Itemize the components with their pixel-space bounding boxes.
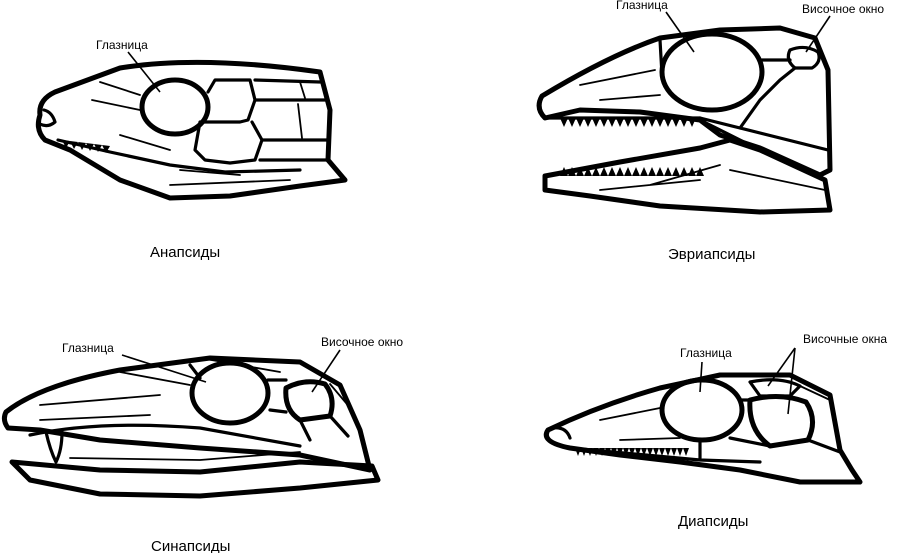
diapsid-lower-fenestra xyxy=(747,394,815,449)
euryapsid-orbit xyxy=(659,31,765,113)
euryapsid-fenestra-label: Височное окно xyxy=(802,2,884,16)
synapsid-orbit xyxy=(189,360,271,426)
anapsid-orbit xyxy=(139,77,211,137)
anapsid-skull: Глазница Анапсиды xyxy=(35,38,348,261)
synapsid-skull: Глазница Височное окно Синапсиды xyxy=(1,335,403,553)
euryapsid-orbit-leader xyxy=(665,11,695,53)
anapsid-caption: Анапсиды xyxy=(150,244,220,261)
anapsid-orbit-leader xyxy=(127,51,161,93)
synapsid-canine xyxy=(44,430,64,464)
diapsid-orbit-label: Глазница xyxy=(680,346,732,360)
diapsid-upper-fenestra-leader xyxy=(767,347,796,387)
diapsid-fenestra-label: Височные окна xyxy=(803,332,887,346)
diapsid-skull: Глазница Височные окна Диапсиды xyxy=(543,332,887,530)
euryapsid-orbit-label: Глазница xyxy=(616,0,668,12)
euryapsid-skull: Глазница Височное окно Эвриапсиды xyxy=(536,0,884,263)
diapsid-orbit xyxy=(659,377,745,443)
synapsid-fenestra-label: Височное окно xyxy=(321,335,403,349)
diapsid-upper-fenestra xyxy=(748,378,802,398)
euryapsid-caption: Эвриапсиды xyxy=(668,246,755,263)
synapsid-caption: Синапсиды xyxy=(151,538,230,553)
synapsid-fenestra xyxy=(283,379,335,423)
euryapsid-fenestra xyxy=(786,45,821,70)
synapsid-orbit-label: Глазница xyxy=(62,341,114,355)
synapsid-orbit-leader xyxy=(121,354,207,383)
diapsid-lower-fenestra-leader xyxy=(787,347,796,415)
anapsid-orbit-label: Глазница xyxy=(96,38,148,52)
euryapsid-fenestra-leader xyxy=(805,15,831,53)
diapsid-orbit-leader xyxy=(699,361,703,393)
diapsid-caption: Диапсиды xyxy=(678,513,748,530)
synapsid-fenestra-leader xyxy=(311,349,341,393)
